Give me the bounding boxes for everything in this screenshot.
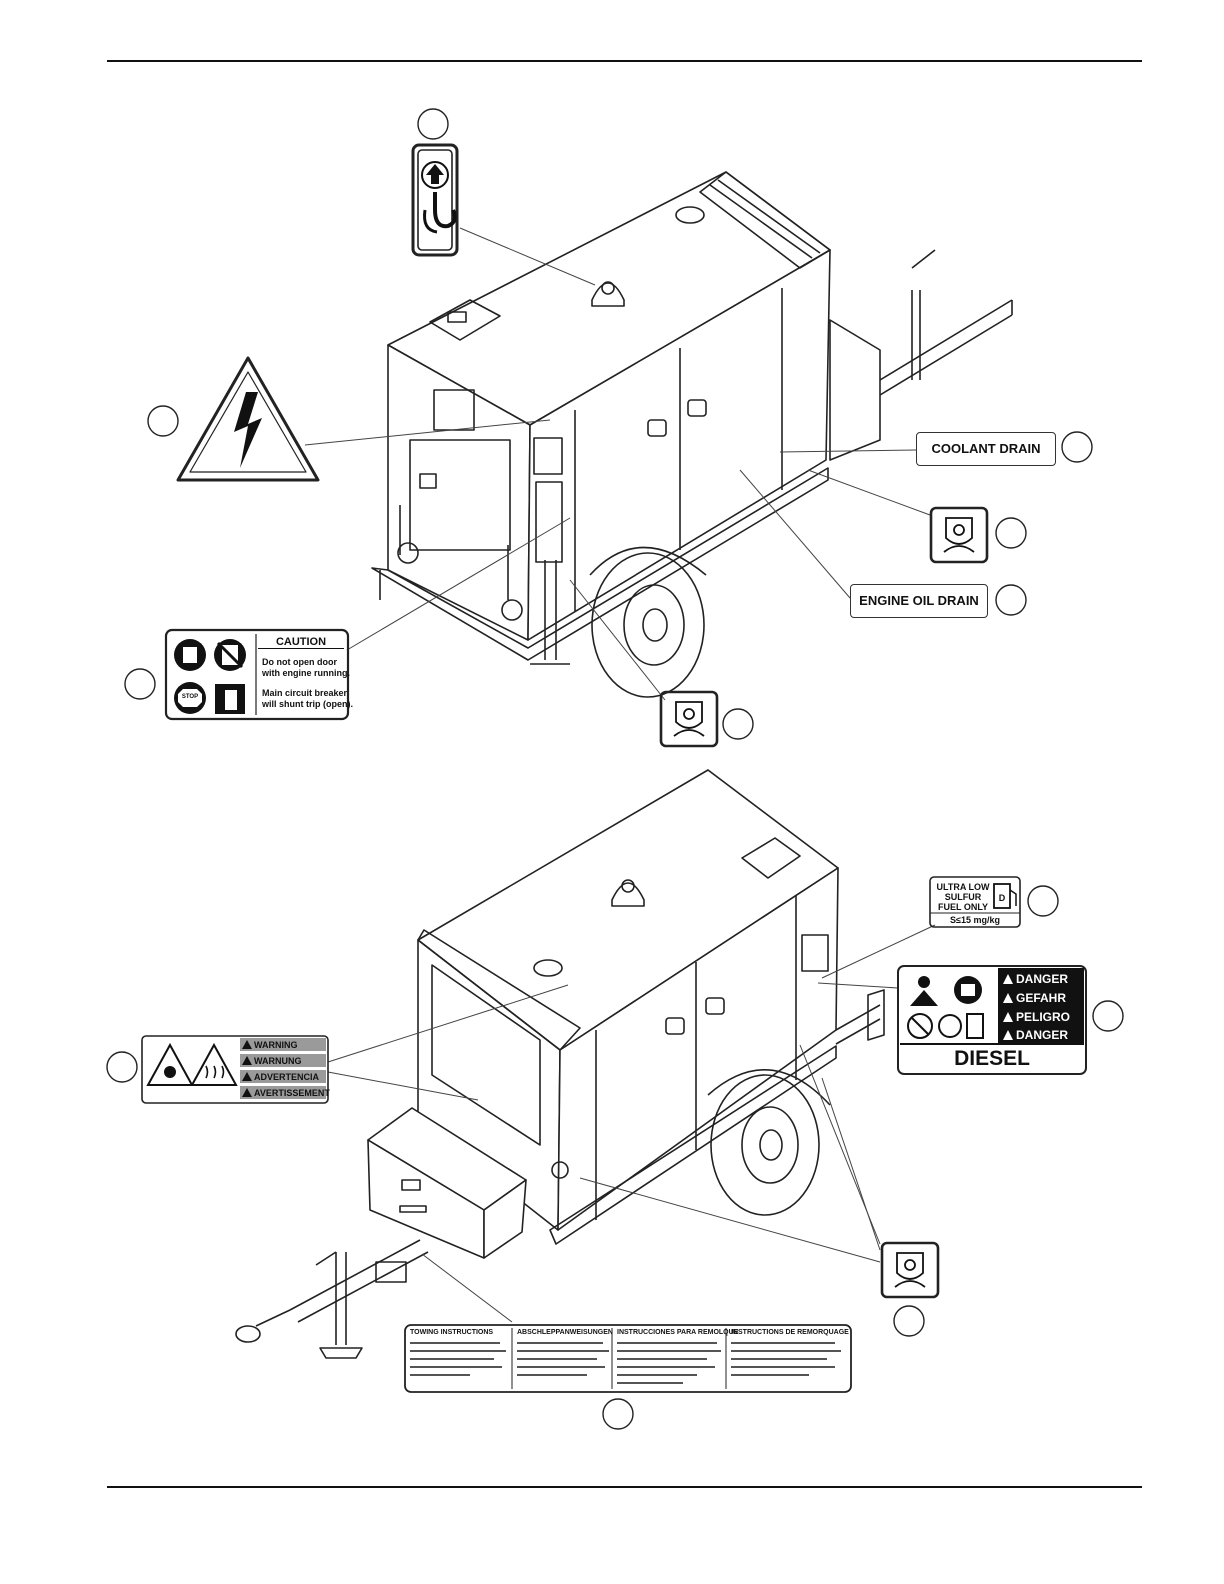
lifting-hook-decal bbox=[411, 143, 459, 257]
drain-decal-frame-1 bbox=[929, 506, 989, 564]
lifting-hook-icon bbox=[421, 161, 457, 234]
fuel-pump-icon bbox=[993, 883, 1017, 909]
warning-decal-frame bbox=[141, 1035, 329, 1104]
fuel-line-3: FUEL ONLY bbox=[937, 902, 988, 912]
door-closed-icon bbox=[215, 684, 245, 714]
electrical-hazard-icon bbox=[234, 392, 262, 468]
engine-icon bbox=[174, 639, 206, 671]
caution-line-1: Do not open door bbox=[262, 657, 337, 667]
towing-heading-de: ABSCHLEPPANWEISUNGEN bbox=[517, 1329, 613, 1336]
no-open-door-icon bbox=[214, 639, 246, 671]
manual-read-icon bbox=[954, 976, 982, 1004]
drain-decal-frame-3 bbox=[880, 1241, 940, 1299]
callout-circles bbox=[106, 108, 1124, 1430]
engine-oil-drain-label: ENGINE OIL DRAIN bbox=[850, 584, 988, 618]
danger-row-fr: DANGER bbox=[1000, 1026, 1084, 1044]
fuel-line-2: SULFUR bbox=[944, 892, 982, 902]
leader-lines bbox=[304, 227, 936, 1323]
danger-row-es: PELIGRO bbox=[1000, 1008, 1084, 1026]
danger-decal-frame bbox=[897, 965, 1087, 1075]
electrical-hazard-decal bbox=[176, 356, 320, 482]
towing-heading-es: INSTRUCCIONES PARA REMOLQUE bbox=[617, 1329, 739, 1336]
bottom-rule bbox=[107, 1486, 1142, 1488]
diesel-pump-icon bbox=[966, 1013, 984, 1039]
stop-icon bbox=[174, 682, 206, 714]
stop-icon-2 bbox=[938, 1014, 962, 1038]
towing-heading-fr: INSTRUCTIONS DE REMORQUAGE bbox=[731, 1329, 849, 1336]
fuel-pump-letter: D bbox=[998, 893, 1006, 903]
stop-icon-text: STOP bbox=[181, 694, 199, 700]
fuel-line-1: ULTRA LOW bbox=[936, 882, 990, 892]
caution-heading: CAUTION bbox=[258, 636, 344, 649]
warning-row-es: ADVERTENCIA bbox=[240, 1070, 326, 1084]
top-rule bbox=[107, 60, 1142, 62]
towing-decal-frame bbox=[404, 1324, 852, 1393]
caution-line-2: with engine running. bbox=[262, 668, 350, 678]
fuel-spec: S≤15 mg/kg bbox=[950, 915, 1000, 925]
caution-line-4: will shunt trip (open). bbox=[262, 699, 353, 709]
fuel-decal-frame bbox=[929, 876, 1021, 928]
warning-row-fr: AVERTISSEMENT bbox=[240, 1086, 330, 1100]
diesel-label: DIESEL bbox=[954, 1047, 1030, 1070]
moving-parts-icon bbox=[146, 1042, 194, 1086]
drain-fluid-icon bbox=[673, 517, 975, 1288]
warning-row-en: WARNING bbox=[240, 1038, 326, 1052]
hot-surface-icon bbox=[190, 1042, 238, 1086]
generator-rear-view bbox=[235, 769, 885, 1359]
danger-row-en: DANGER bbox=[1000, 970, 1084, 988]
no-flame-icon bbox=[907, 1013, 933, 1039]
generator-top-view bbox=[371, 171, 1013, 698]
drain-decal-frame-2 bbox=[659, 690, 719, 748]
caution-line-3: Main circuit breaker bbox=[262, 688, 348, 698]
coolant-drain-label: COOLANT DRAIN bbox=[916, 432, 1056, 466]
danger-row-de: GEFAHR bbox=[1000, 989, 1084, 1007]
warning-row-de: WARNUNG bbox=[240, 1054, 326, 1068]
caution-decal-frame bbox=[164, 628, 350, 721]
towing-heading-en: TOWING INSTRUCTIONS bbox=[410, 1329, 494, 1336]
hazard-person-icon bbox=[910, 976, 938, 1006]
